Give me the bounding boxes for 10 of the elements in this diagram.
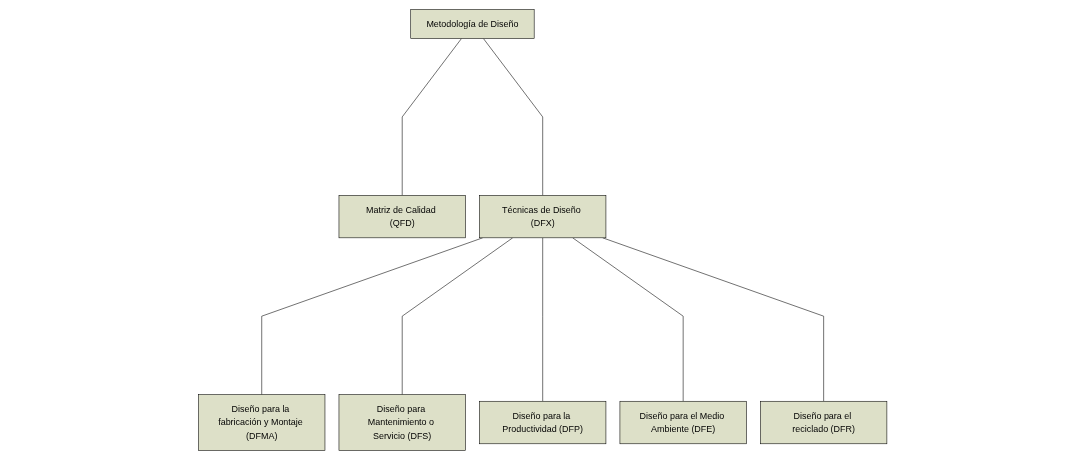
node-box: Diseño para el reciclado (DFR) [759, 400, 887, 445]
node-box: Metodología de Diseño [410, 9, 535, 39]
connector [602, 237, 824, 402]
node-box: Diseño para la fabricación y Montaje (DFMA) [198, 394, 326, 451]
node-box: Diseño para la Productividad (DFP) [479, 400, 606, 445]
node-box: Diseño para Mantenimiento o Servicio (DFS) [338, 394, 466, 451]
node-box: Técnicas de Diseño (DFX) [479, 195, 606, 239]
node-box: Diseño para el Medio Ambiente (DFE) [619, 400, 747, 445]
connector [261, 237, 483, 395]
node-box: Matriz de Calidad (QFD) [338, 195, 466, 239]
